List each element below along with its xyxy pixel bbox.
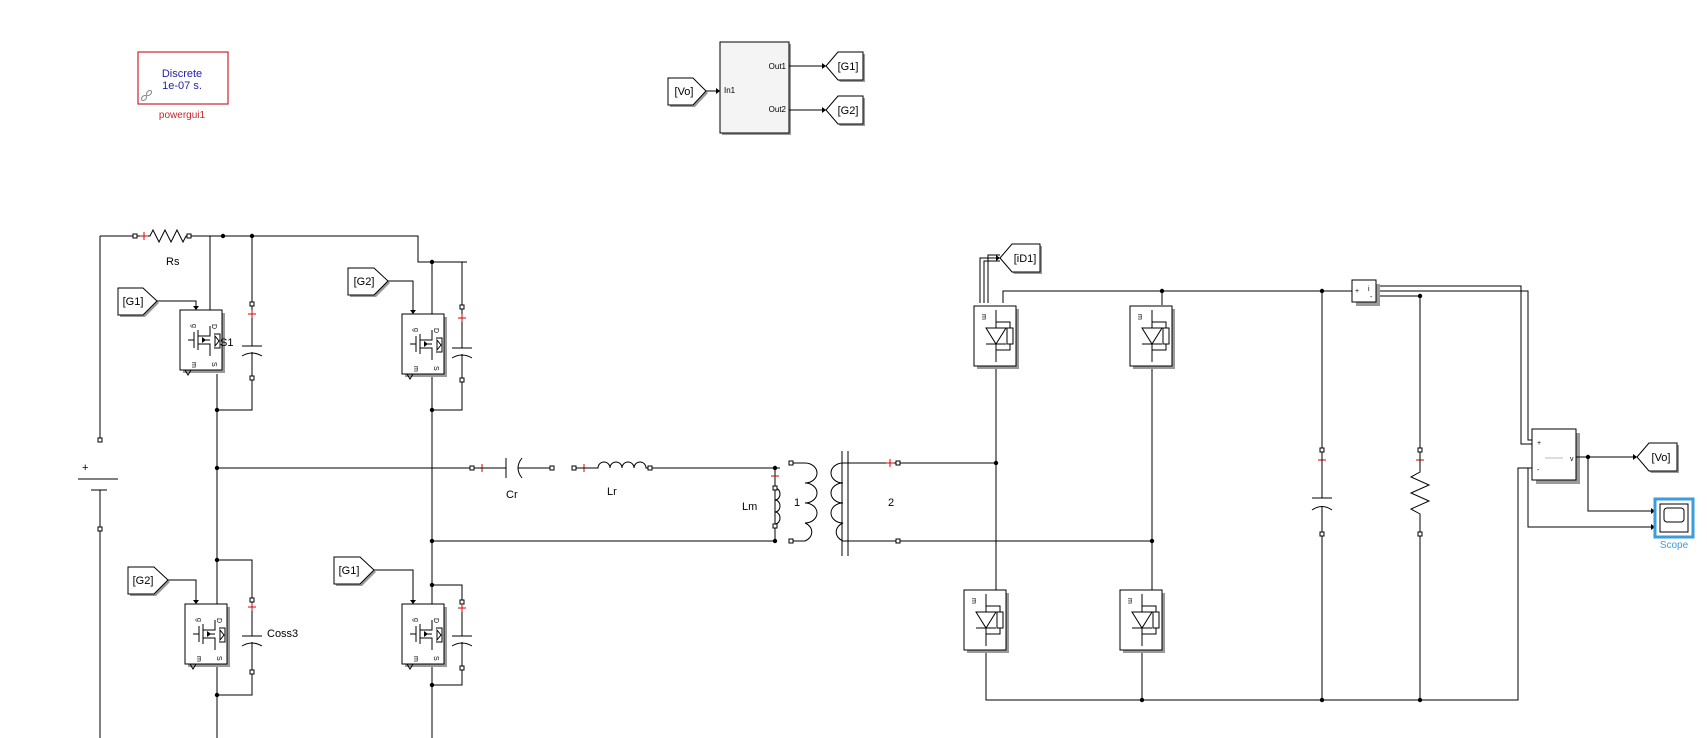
- subsystem-in1-label: In1: [724, 86, 736, 95]
- mosfet-s4[interactable]: g D m S: [401, 603, 447, 670]
- svg-text:g: g: [195, 618, 202, 622]
- goto-id1-tag[interactable]: [iD1]: [999, 243, 1042, 274]
- svg-text:D: D: [432, 328, 439, 333]
- from-vo-label: [Vo]: [675, 86, 694, 98]
- scope-label: Scope: [1660, 540, 1689, 551]
- svg-text:m: m: [412, 656, 419, 662]
- coss3-capacitor[interactable]: Coss3: [241, 597, 298, 675]
- capacitor-top-right[interactable]: [451, 304, 473, 383]
- powergui-mode: Discrete: [162, 68, 202, 80]
- subsystem-out2-label: Out2: [769, 105, 787, 114]
- goto-g1-tag[interactable]: [G1]: [825, 51, 865, 82]
- svg-text:S: S: [432, 366, 439, 371]
- dc-voltage-source[interactable]: +: [78, 437, 118, 532]
- rs-resistor[interactable]: Rs: [132, 228, 192, 268]
- svg-text:g: g: [412, 618, 419, 622]
- powergui-name: powergui1: [159, 110, 206, 121]
- mosfet-s1[interactable]: g D m S: [179, 309, 225, 376]
- from-g1-s4[interactable]: [G1]: [333, 556, 376, 586]
- link-icon: [140, 89, 153, 102]
- svg-text:-: -: [1370, 294, 1373, 301]
- goto-g2-label: [G2]: [838, 105, 859, 117]
- s1-label: S1: [220, 337, 233, 349]
- goto-g1-label: [G1]: [838, 61, 859, 73]
- diode-d1[interactable]: m: [973, 305, 1019, 369]
- svg-text:m: m: [980, 314, 987, 320]
- svg-text:m: m: [1136, 314, 1143, 320]
- pwm-subsystem-block[interactable]: In1 Out1 Out2: [719, 41, 791, 135]
- powergui-block[interactable]: Discrete 1e-07 s. powergui1: [137, 51, 229, 121]
- svg-text:-: -: [1537, 467, 1540, 474]
- capacitor-top-left[interactable]: [241, 301, 263, 381]
- scope-block[interactable]: Scope: [1653, 497, 1695, 551]
- secondary-junctions: [993, 288, 1423, 703]
- svg-text:[G1]: [G1]: [123, 296, 144, 308]
- from-g2-s2[interactable]: [G2]: [347, 267, 390, 297]
- svg-text:+: +: [1355, 288, 1359, 295]
- svg-text:i: i: [1368, 286, 1370, 293]
- svg-text:m: m: [1126, 598, 1133, 604]
- mosfet-s3[interactable]: g D m S: [184, 603, 230, 670]
- svg-text:[G1]: [G1]: [339, 565, 360, 577]
- svg-text:g: g: [190, 324, 197, 328]
- diode-d3[interactable]: m: [963, 589, 1009, 653]
- voltage-measurement-block[interactable]: + - v: [1531, 428, 1580, 484]
- cr-capacitor[interactable]: Cr: [469, 457, 555, 501]
- lm-label: Lm: [742, 501, 757, 513]
- svg-text:m: m: [412, 366, 419, 372]
- winding1-label: 1: [794, 497, 800, 509]
- svg-text:S: S: [432, 656, 439, 661]
- diode-d2[interactable]: m: [1129, 305, 1175, 369]
- svg-text:[G2]: [G2]: [354, 276, 375, 288]
- svg-text:D: D: [432, 618, 439, 623]
- junction-dots: [214, 233, 778, 698]
- winding2-label: 2: [888, 497, 894, 509]
- svg-text:m: m: [195, 656, 202, 662]
- diode-d4[interactable]: m: [1119, 589, 1165, 653]
- load-resistor[interactable]: [1409, 447, 1431, 537]
- dc-source-plus: +: [82, 462, 88, 474]
- svg-text:[Vo]: [Vo]: [1652, 452, 1671, 464]
- powergui-sample-time: 1e-07 s.: [162, 80, 202, 92]
- svg-text:[G2]: [G2]: [133, 575, 154, 587]
- vsensor-v-label: v: [1570, 456, 1574, 463]
- from-vo-tag[interactable]: [Vo]: [667, 77, 708, 107]
- cr-label: Cr: [506, 489, 518, 501]
- svg-text:S: S: [215, 656, 222, 661]
- rs-label: Rs: [166, 256, 180, 268]
- goto-g2-tag[interactable]: [G2]: [825, 95, 865, 126]
- lr-inductor[interactable]: Lr: [571, 461, 653, 498]
- svg-text:D: D: [210, 324, 217, 329]
- svg-text:m: m: [970, 598, 977, 604]
- current-measurement-block[interactable]: + i -: [1351, 279, 1380, 306]
- from-g2-s3[interactable]: [G2]: [127, 566, 170, 596]
- svg-text:g: g: [412, 328, 419, 332]
- linear-transformer[interactable]: Lm 1 2: [742, 451, 901, 556]
- from-g1-s1[interactable]: [G1]: [117, 287, 159, 317]
- capacitor-bottom-right[interactable]: [451, 599, 473, 671]
- svg-text:[iD1]: [iD1]: [1014, 253, 1037, 265]
- svg-text:D: D: [215, 618, 222, 623]
- output-capacitor[interactable]: [1311, 447, 1333, 537]
- lr-label: Lr: [607, 486, 617, 498]
- goto-vo-tag[interactable]: [Vo]: [1636, 442, 1679, 473]
- mosfet-s2[interactable]: g D m S: [401, 313, 447, 380]
- svg-text:S: S: [210, 362, 217, 367]
- coss3-label: Coss3: [267, 628, 298, 640]
- subsystem-out1-label: Out1: [769, 62, 787, 71]
- secondary-wiring: [900, 285, 1532, 701]
- svg-text:m: m: [190, 362, 197, 368]
- svg-text:+: +: [1537, 440, 1541, 447]
